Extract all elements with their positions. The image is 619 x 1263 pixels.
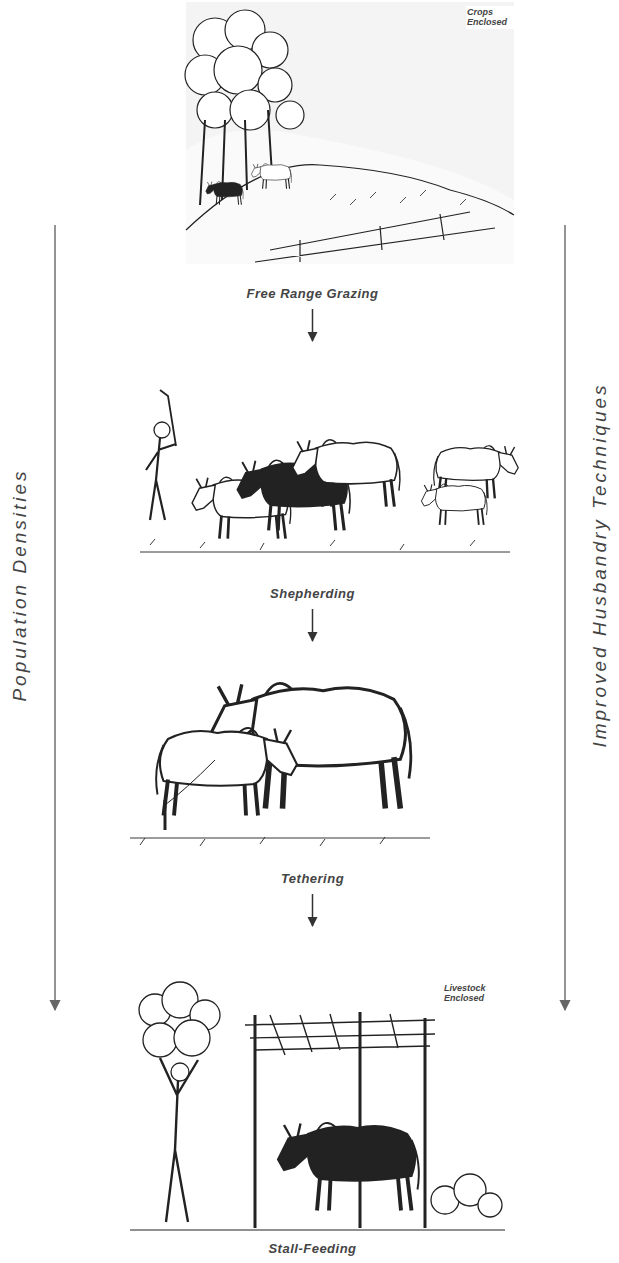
shepherding-picture	[140, 390, 518, 552]
axis-label: Population Densities	[9, 464, 31, 705]
flow-arrow	[312, 894, 314, 926]
stage-caption: Tethering	[120, 871, 505, 886]
free-range-picture	[185, 2, 514, 264]
stage-panel: Tethering	[120, 645, 505, 890]
stage-caption: Shepherding	[120, 586, 505, 601]
axis-label: Improved Husbandry Techniques	[589, 378, 611, 751]
corner-note: Livestock Enclosed	[443, 982, 501, 1005]
stage-panel: Free Range Grazing	[120, 0, 505, 305]
side-arrow	[54, 225, 55, 1010]
stall-feeding-picture	[130, 982, 505, 1230]
tethering-picture	[130, 683, 430, 846]
stage-caption: Free Range Grazing	[120, 286, 505, 301]
stage-panel: Shepherding	[120, 345, 505, 605]
stage-caption: Stall-Feeding	[120, 1241, 505, 1256]
flow-arrow	[312, 609, 314, 641]
corner-note: Crops Enclosed	[466, 6, 516, 29]
stage-panel: Stall-Feeding	[120, 930, 505, 1260]
flow-arrow	[312, 309, 314, 341]
side-arrow	[564, 225, 565, 1010]
